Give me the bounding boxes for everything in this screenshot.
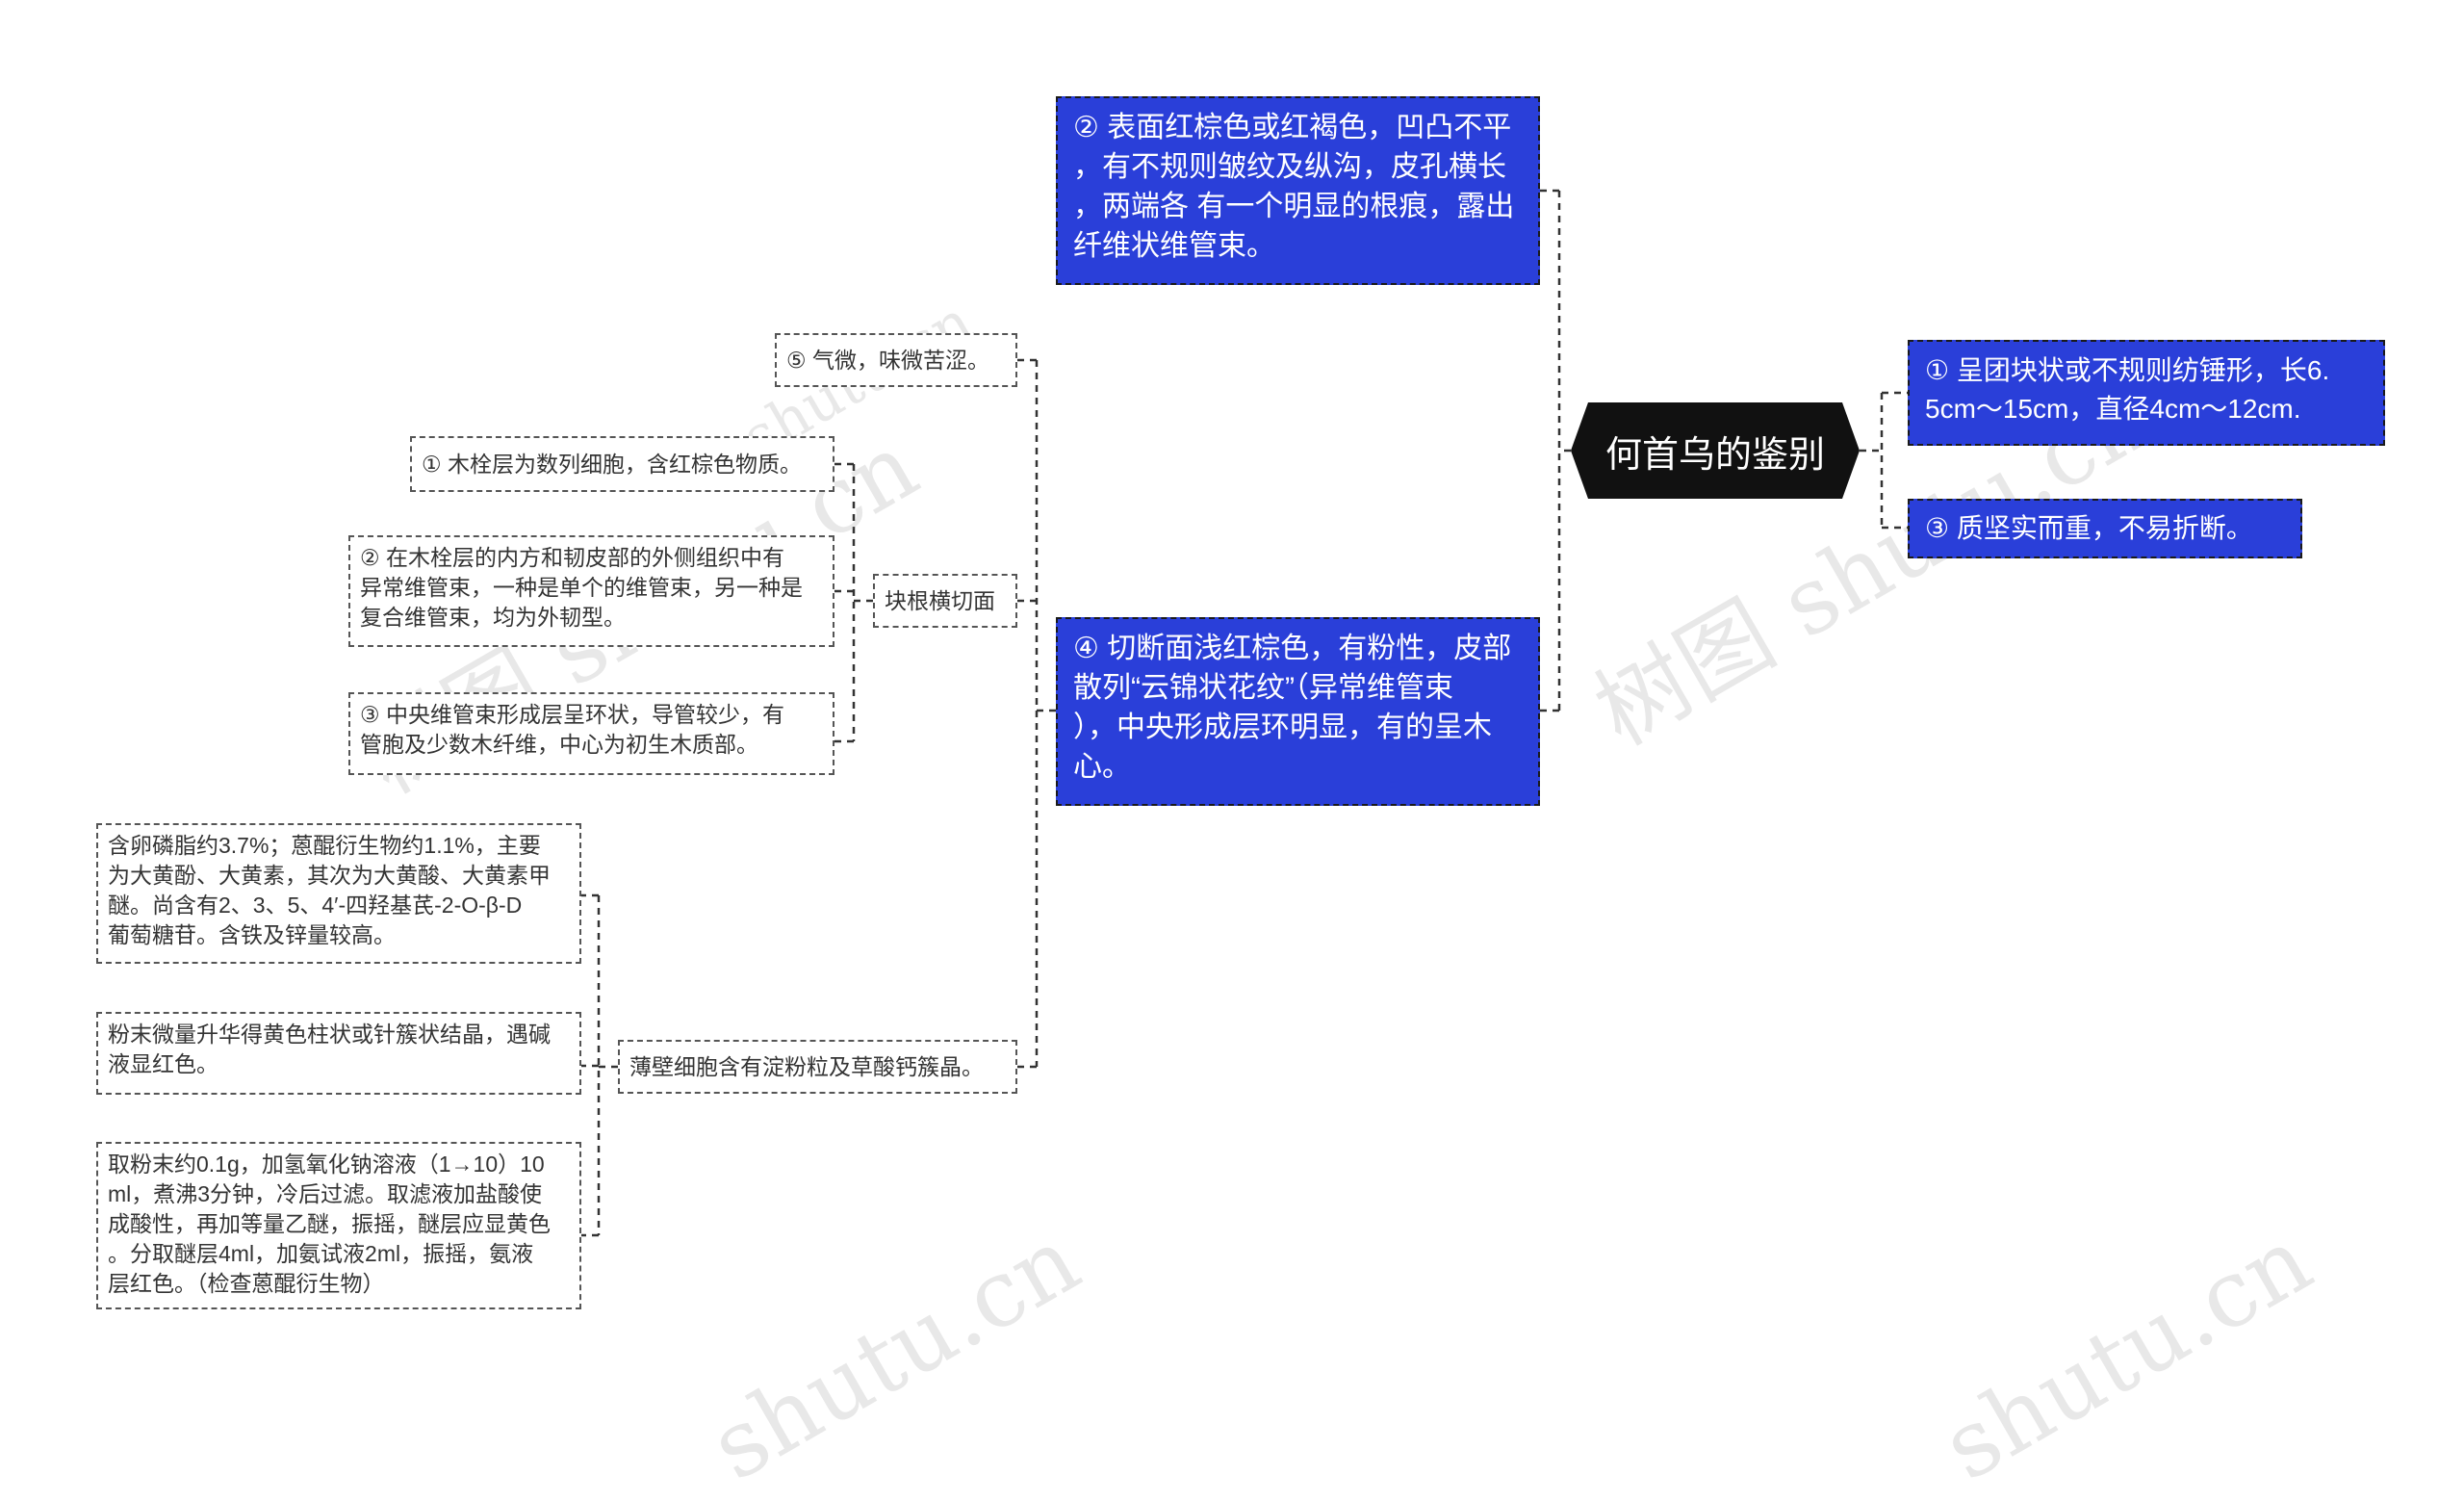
node-root-cross-section[interactable]: 块根横切面 — [873, 574, 1017, 628]
node-shape-size[interactable]: ① 呈团块状或不规则纺锤形，长6. 5cm～15cm，直径4cm～12cm. — [1908, 340, 2385, 446]
node-surface[interactable]: ② 表面红棕色或红褐色，凹凸不平 ，有不规则皱纹及纵沟，皮孔横长 ，两端各 有一… — [1056, 96, 1540, 285]
node-central-bundle[interactable]: ③ 中央维管束形成层呈环状，导管较少，有 管胞及少数木纤维，中心为初生木质部。 — [348, 692, 834, 775]
root-node[interactable]: 何首乌的鉴别 — [1571, 402, 1860, 499]
node-cork-layer[interactable]: ① 木栓层为数列细胞，含红棕色物质。 — [410, 436, 834, 492]
node-texture[interactable]: ③ 质坚实而重，不易折断。 — [1908, 499, 2302, 558]
node-cross-section[interactable]: ④ 切断面浅红棕色，有粉性，皮部 散列“云锦状花纹”（异常维管束 ），中央形成层… — [1056, 617, 1540, 806]
root-shape — [1571, 402, 1860, 499]
node-sublimation-test[interactable]: 粉末微量升华得黄色柱状或针簇状结晶，遇碱 液显红色。 — [96, 1012, 581, 1095]
connector-lines — [581, 189, 1908, 1237]
node-abnormal-bundles[interactable]: ② 在木栓层的内方和韧皮部的外侧组织中有 异常维管束，一种是单个的维管束，另一种… — [348, 535, 834, 647]
node-anthraquinone-test[interactable]: 取粉末约0.1g，加氢氧化钠溶液（1→10）10 ml，煮沸3分钟，冷后过滤。取… — [96, 1142, 581, 1309]
node-parenchyma[interactable]: 薄壁细胞含有淀粉粒及草酸钙簇晶。 — [618, 1040, 1017, 1094]
node-chemical-composition[interactable]: 含卵磷脂约3.7%；蒽醌衍生物约1.1%，主要 为大黄酚、大黄素，其次为大黄酸、… — [96, 823, 581, 964]
root-label: 何首乌的鉴别 — [1604, 434, 1825, 476]
node-smell-taste[interactable]: ⑤ 气微，味微苦涩。 — [775, 333, 1017, 387]
